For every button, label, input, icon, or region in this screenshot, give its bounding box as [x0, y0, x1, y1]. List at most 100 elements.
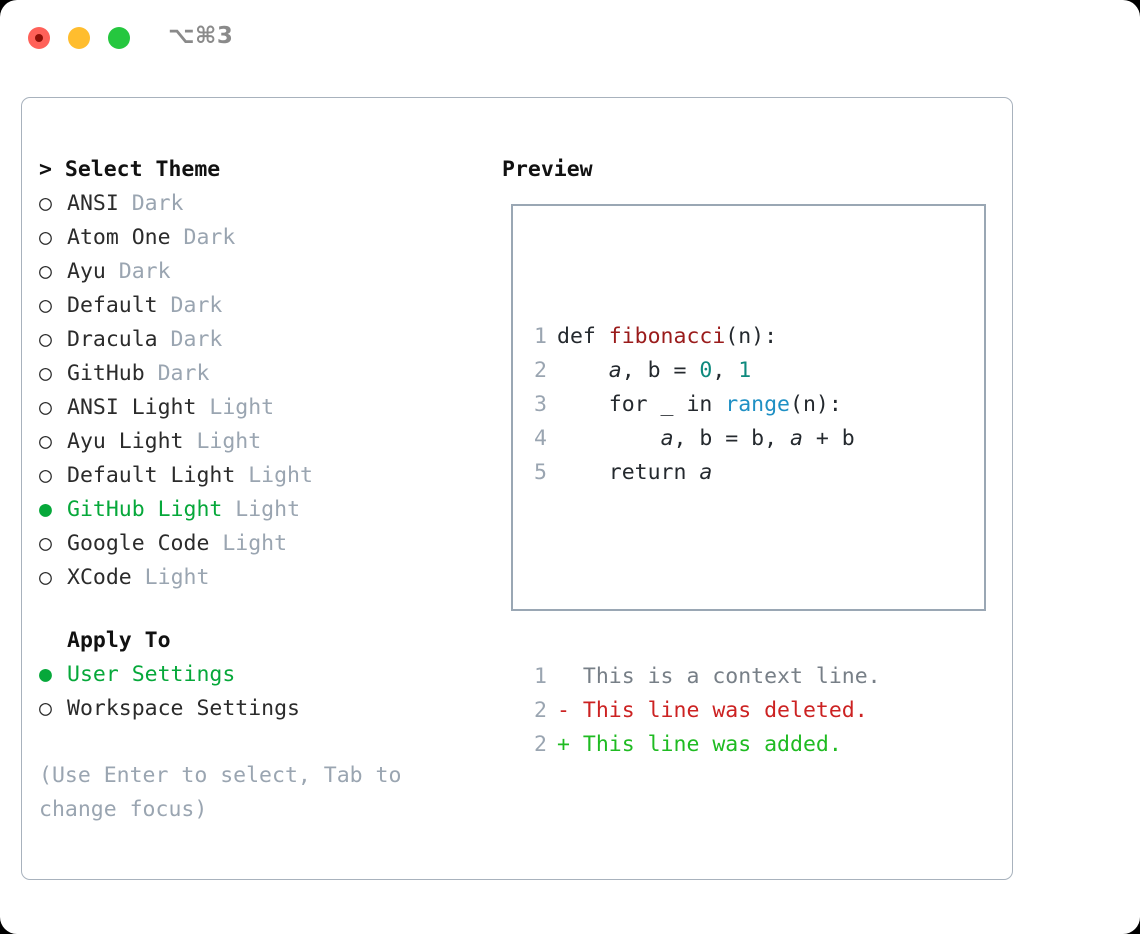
diff-marker	[557, 664, 583, 689]
code-token: (n):	[790, 392, 842, 417]
diff-text: This is a context line.	[582, 664, 881, 689]
code-line: 5 return a	[525, 456, 881, 490]
theme-option-xcode[interactable]: ○ XCode Light	[39, 561, 469, 595]
diff-marker: -	[557, 698, 583, 723]
code-token: b	[647, 358, 661, 383]
theme-option-google-code[interactable]: ○Google Code Light	[39, 527, 469, 561]
theme-option-ansi[interactable]: ○ANSI Dark	[39, 187, 469, 221]
diff-sample: 1 This is a context line. 2- This line wa…	[525, 660, 881, 762]
radio-unselected-icon: ○	[39, 429, 52, 454]
line-number: 2	[534, 358, 547, 383]
radio-unselected-icon: ○	[39, 395, 52, 420]
maximize-window-button[interactable]	[108, 27, 130, 49]
code-token: a	[660, 426, 674, 451]
line-number: 2	[534, 698, 547, 723]
line-number: 1	[534, 324, 547, 349]
theme-variant-badge: Dark	[105, 259, 171, 284]
theme-variant-badge: Light	[196, 395, 275, 420]
radio-selected-icon: ●	[39, 497, 52, 522]
code-token: ,	[621, 358, 648, 383]
theme-selector-column: > Select Theme ○ANSI Dark○Atom One Dark○…	[39, 153, 469, 827]
code-line: 4 a, b = b, a + b	[525, 422, 881, 456]
theme-option-ayu[interactable]: ○ Ayu Dark	[39, 255, 469, 289]
line-number: 3	[534, 392, 547, 417]
main-panel: > Select Theme ○ANSI Dark○Atom One Dark○…	[21, 97, 1013, 880]
apply-to-option-label: User Settings	[67, 662, 236, 687]
code-token: 1	[738, 358, 752, 383]
code-token: =	[660, 358, 700, 383]
code-token: ,	[712, 358, 739, 383]
theme-option-label: Atom One	[67, 225, 171, 250]
theme-option-github[interactable]: ○ GitHub Dark	[39, 357, 469, 391]
theme-option-label: Dracula	[67, 327, 158, 352]
theme-option-label: ANSI	[67, 191, 119, 216]
theme-variant-badge: Dark	[144, 361, 210, 386]
radio-unselected-icon: ○	[39, 361, 52, 386]
theme-option-github-light[interactable]: ● GitHub Light Light	[39, 493, 469, 527]
theme-option-dracula[interactable]: ○ Dracula Dark	[39, 323, 469, 357]
theme-option-default-light[interactable]: ○Default Light Light	[39, 459, 469, 493]
code-token: , b = b,	[673, 426, 791, 451]
theme-variant-badge: Dark	[170, 225, 236, 250]
code-token: def	[557, 324, 609, 349]
apply-to-heading: Apply To	[67, 628, 171, 653]
theme-option-label: GitHub	[67, 361, 145, 386]
theme-option-label: Ayu	[67, 259, 106, 284]
radio-unselected-icon: ○	[39, 696, 52, 721]
apply-to-option-label: Workspace Settings	[67, 696, 300, 721]
code-token: for _ in	[557, 392, 726, 417]
line-number: 5	[534, 460, 547, 485]
code-token: a	[608, 358, 622, 383]
theme-option-label: GitHub Light	[67, 497, 223, 522]
apply-to-option-workspace-settings[interactable]: ○ Workspace Settings	[39, 692, 469, 726]
theme-option-ansi-light[interactable]: ○ ANSI Light Light	[39, 391, 469, 425]
select-theme-heading: > Select Theme	[39, 157, 221, 182]
diff-line-add: 2+ This line was added.	[525, 728, 881, 762]
radio-unselected-icon: ○	[39, 327, 52, 352]
theme-option-label: Google Code	[67, 531, 210, 556]
code-token: fibonacci	[608, 324, 726, 349]
theme-variant-badge: Light	[235, 463, 313, 488]
diff-marker: +	[557, 732, 583, 757]
line-number: 1	[534, 664, 547, 689]
radio-selected-icon: ●	[39, 662, 52, 687]
theme-option-atom-one[interactable]: ○ Atom One Dark	[39, 221, 469, 255]
radio-unselected-icon: ○	[39, 225, 52, 250]
close-window-button[interactable]	[28, 27, 50, 49]
radio-unselected-icon: ○	[39, 565, 52, 590]
theme-variant-badge: Light	[131, 565, 210, 590]
code-token: a	[699, 460, 713, 485]
theme-option-label: XCode	[67, 565, 132, 590]
theme-variant-badge: Light	[183, 429, 262, 454]
theme-variant-badge: Light	[222, 497, 301, 522]
apply-to-option-user-settings[interactable]: ● User Settings	[39, 658, 469, 692]
keyboard-shortcut-label: ⌥⌘3	[168, 23, 234, 49]
theme-variant-badge: Dark	[118, 191, 184, 216]
code-line: 2 a, b = 0, 1	[525, 354, 881, 388]
theme-option-label: Ayu Light	[67, 429, 184, 454]
theme-variant-badge: Light	[209, 531, 288, 556]
theme-option-label: ANSI Light	[67, 395, 197, 420]
line-number: 4	[534, 426, 547, 451]
diff-line-ctx: 1 This is a context line.	[525, 660, 881, 694]
preview-column: Preview	[502, 153, 992, 187]
preview-heading: Preview	[502, 157, 593, 182]
diff-text: This line was deleted.	[582, 698, 868, 723]
theme-option-label: Default	[67, 293, 158, 318]
code-spacer	[525, 558, 881, 592]
keyboard-hint-text: (Use Enter to select, Tab to change focu…	[39, 763, 402, 822]
code-line: 3 for _ in range(n):	[525, 388, 881, 422]
theme-variant-badge: Dark	[157, 293, 223, 318]
apply-to-option-list: ● User Settings ○ Workspace Settings	[39, 658, 469, 726]
theme-option-default[interactable]: ○ Default Dark	[39, 289, 469, 323]
radio-unselected-icon: ○	[39, 293, 52, 318]
minimize-window-button[interactable]	[68, 27, 90, 49]
theme-option-list: ○ANSI Dark○Atom One Dark○Ayu Dark○Defaul…	[39, 187, 469, 595]
theme-variant-badge: Dark	[157, 327, 223, 352]
line-number: 2	[534, 732, 547, 757]
radio-unselected-icon: ○	[39, 259, 52, 284]
theme-option-ayu-light[interactable]: ○ Ayu Light Light	[39, 425, 469, 459]
